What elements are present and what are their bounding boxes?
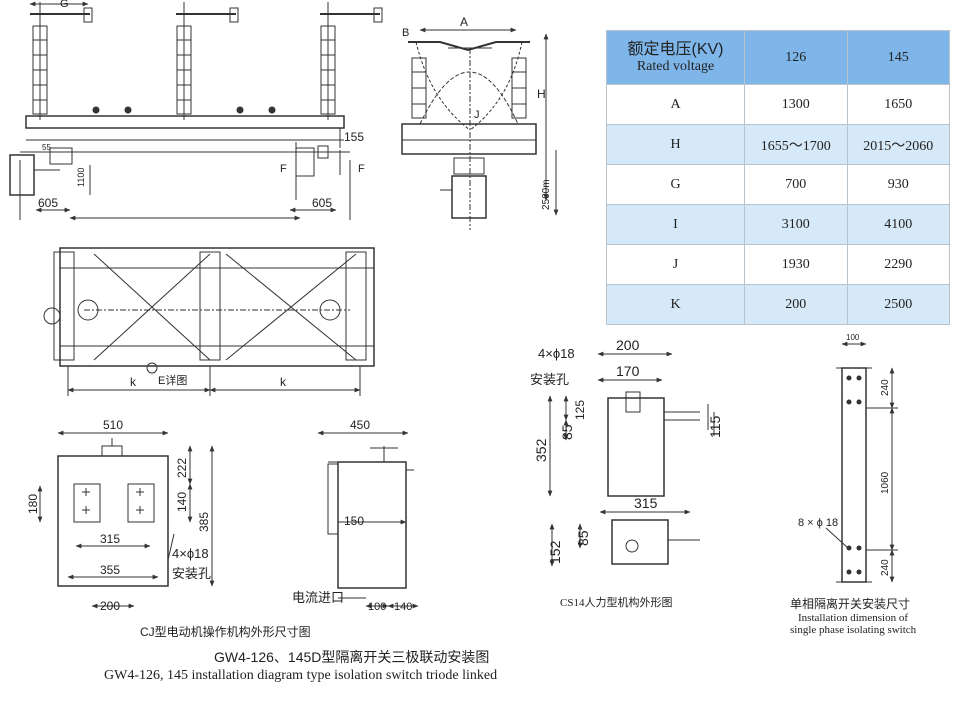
- dim-100: 100: [368, 601, 386, 613]
- dim-1100: 1100: [76, 168, 86, 187]
- label-k-right: k: [280, 375, 287, 389]
- cj-holes-label: 4×ϕ18: [172, 546, 209, 561]
- cell-126: 1655～1700: [744, 124, 848, 165]
- table-row: G 700 930: [606, 164, 950, 205]
- row-label: H: [606, 124, 745, 165]
- label-g: G: [60, 0, 69, 10]
- rated-voltage-table: 额定电压(KV) Rated voltage 126 145 A 1300 16…: [606, 30, 950, 325]
- dim-180: 180: [26, 494, 40, 514]
- dim-55: 55: [42, 143, 51, 152]
- dim-605-right: 605: [312, 196, 332, 210]
- cs14-mechanism: [547, 351, 715, 567]
- cell-126: 700: [744, 164, 848, 205]
- cell-145: 4100: [846, 204, 950, 245]
- dim-115: 115: [707, 415, 723, 438]
- table-header-row: 额定电压(KV) Rated voltage 126 145: [606, 30, 950, 85]
- title-en: GW4-126, 145 installation diagram type i…: [104, 668, 497, 683]
- cell-126: 200: [744, 284, 848, 325]
- cell-126: 1300: [744, 84, 848, 125]
- cs14-holes-label: 4×ϕ18: [538, 346, 575, 361]
- dim-170: 170: [616, 363, 640, 379]
- label-f-left: F: [280, 163, 287, 175]
- dim-1060: 1060: [880, 471, 891, 494]
- cell-145: 1650: [846, 84, 950, 125]
- dim-100-sp: 100: [846, 333, 860, 342]
- dim-222: 222: [175, 458, 189, 478]
- header-en: Rated voltage: [636, 58, 715, 74]
- row-label: G: [606, 164, 745, 205]
- dim-240-bottom: 240: [880, 559, 891, 576]
- header-145: 145: [846, 30, 950, 85]
- table-row: J 1930 2290: [606, 244, 950, 285]
- dim-352: 352: [533, 438, 549, 462]
- cell-126: 1930: [744, 244, 848, 285]
- label-b: B: [402, 27, 409, 39]
- table-row: K 200 2500: [606, 284, 950, 325]
- label-h: H: [537, 87, 546, 101]
- sp-holes-label: 8 × ϕ 18: [798, 517, 838, 529]
- row-label: I: [606, 204, 745, 245]
- cs14-mount-holes-label: 安装孔: [530, 372, 569, 387]
- sp-caption-en-2: single phase isolating switch: [790, 624, 917, 636]
- cs14-caption: CS14人力型机构外形图: [560, 595, 672, 609]
- front-view: [9, 1, 383, 221]
- dim-315: 315: [100, 532, 120, 546]
- label-j: J: [474, 109, 480, 121]
- dim-85: 85: [559, 424, 575, 440]
- dim-150: 150: [344, 514, 364, 528]
- dim-450: 450: [350, 418, 370, 432]
- side-view: [401, 27, 559, 230]
- table-row: H 1655～1700 2015～2060: [606, 124, 950, 165]
- cj-mount-holes-label: 安装孔: [172, 566, 211, 581]
- table-row: A 1300 1650: [606, 84, 950, 125]
- plan-view: [43, 247, 375, 396]
- cell-145: 930: [846, 164, 950, 205]
- dim-385: 385: [197, 512, 211, 532]
- cj-mechanism-side: [317, 430, 419, 609]
- dim-355: 355: [100, 563, 120, 577]
- cj-hole-marks: [82, 488, 144, 514]
- label-k-left: k: [130, 375, 137, 389]
- cell-145: 2500: [846, 284, 950, 325]
- row-label: K: [606, 284, 745, 325]
- dim-152: 152: [547, 540, 563, 564]
- dim-510: 510: [103, 418, 123, 432]
- label-a: A: [460, 15, 468, 29]
- dim-605-left: 605: [38, 196, 58, 210]
- sp-caption-en-1: Installation dimension of: [798, 612, 908, 624]
- cj-mechanism-front: [37, 430, 215, 609]
- cell-126: 3100: [744, 204, 848, 245]
- row-label: A: [606, 84, 745, 125]
- dim-155: 155: [344, 130, 364, 144]
- label-f-right: F: [358, 163, 365, 175]
- header-cn: 额定电压(KV): [627, 40, 724, 58]
- cell-145: 2015～2060: [846, 124, 950, 165]
- dim-140b: 140: [394, 601, 412, 613]
- title-cn: GW4-126、145D型隔离开关三极联动安装图: [214, 649, 489, 665]
- cj-caption: CJ型电动机操作机构外形尺寸图: [140, 624, 311, 639]
- dim-125: 125: [573, 400, 587, 420]
- dim-2500: 2500m: [541, 179, 552, 210]
- dim-240-top: 240: [880, 379, 891, 396]
- cell-145: 2290: [846, 244, 950, 285]
- header-126: 126: [744, 30, 848, 85]
- dim-200-cs14: 200: [616, 337, 640, 353]
- row-label: J: [606, 244, 745, 285]
- dim-200: 200: [100, 599, 120, 613]
- header-rated-voltage: 额定电压(KV) Rated voltage: [606, 30, 745, 85]
- single-phase-plate: [825, 341, 898, 583]
- dim-140: 140: [175, 492, 189, 512]
- table-row: I 3100 4100: [606, 204, 950, 245]
- cable-entry-label: 电流进口: [292, 590, 344, 605]
- sp-caption-cn: 单相隔离开关安装尺寸: [790, 596, 910, 611]
- dim-85b: 85: [575, 530, 591, 546]
- dim-315-cs14: 315: [634, 495, 658, 511]
- detail-e-label: E详图: [158, 373, 187, 387]
